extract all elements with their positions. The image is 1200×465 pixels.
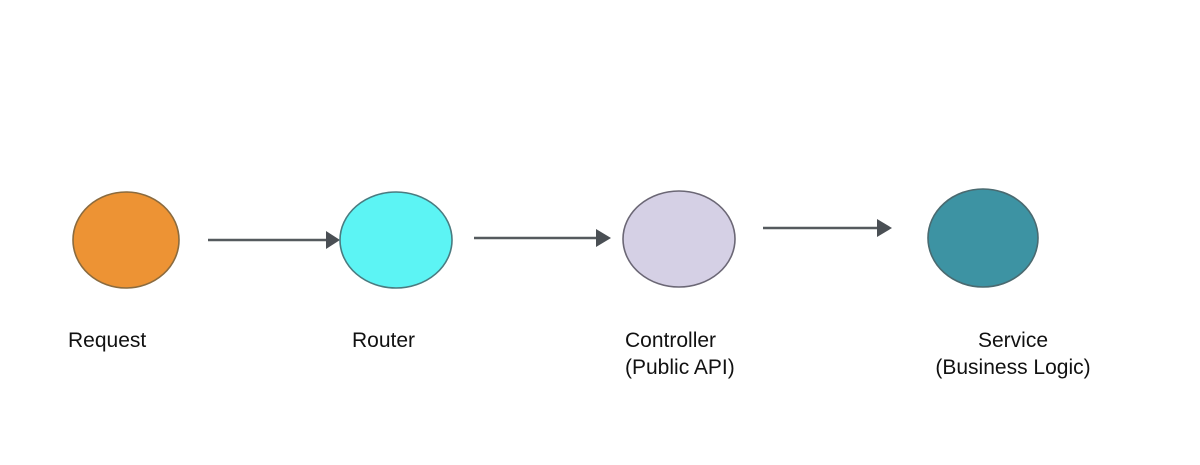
node-label-service: Service (Business Logic) xyxy=(920,327,1106,381)
node-label-controller: Controller (Public API) xyxy=(625,327,735,381)
arrow-head xyxy=(877,219,892,237)
node-router[interactable] xyxy=(339,191,453,289)
node-label-router: Router xyxy=(352,327,415,354)
node-controller[interactable] xyxy=(622,190,736,288)
node-label-request-line1: Request xyxy=(68,329,147,352)
node-service[interactable] xyxy=(927,188,1039,288)
node-label-controller-line2: (Public API) xyxy=(625,356,735,379)
node-label-service-line1: Service xyxy=(977,329,1049,352)
arrow-head xyxy=(326,231,340,249)
node-label-service-line2: (Business Logic) xyxy=(935,356,1091,379)
arrow-head xyxy=(596,229,611,247)
arrow-router-to-controller xyxy=(474,229,611,247)
node-request[interactable] xyxy=(72,191,180,289)
node-label-request: Request xyxy=(68,327,146,354)
node-label-controller-line1: Controller xyxy=(625,329,717,352)
node-label-router-line1: Router xyxy=(352,329,416,352)
arrow-request-to-router xyxy=(208,231,340,249)
arrow-controller-to-service xyxy=(763,219,892,237)
